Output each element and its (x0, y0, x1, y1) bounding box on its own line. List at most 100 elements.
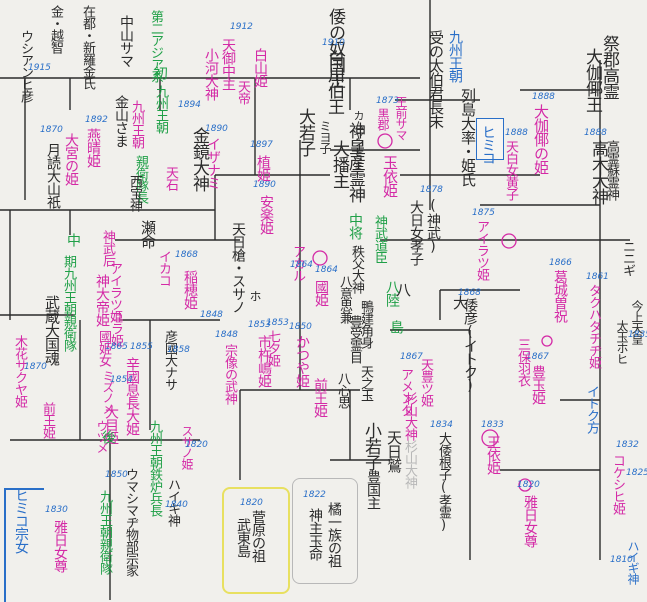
person-label: 大 (451, 295, 469, 309)
year-label: 1867 (526, 352, 549, 362)
person-label: 金・越智 (48, 5, 63, 53)
year-label: 1853 (248, 320, 271, 330)
year-label: 1853 (266, 318, 289, 328)
person-label: 燕晴姫 (85, 128, 101, 167)
person-label: 安楽姫 (258, 195, 274, 234)
person-label: 天之玉 (358, 365, 373, 401)
person-label: 橘一族の祖 (326, 502, 342, 567)
person-label: 期九州王朝親衛隊 (61, 255, 76, 351)
year-label: 1892 (85, 115, 108, 125)
person-label: 八 (394, 282, 412, 296)
year-label: 1866 (549, 258, 572, 268)
person-label: 月読大山祇 (45, 143, 61, 208)
person-label: 大日女孝子 (408, 200, 424, 265)
person-label: ニニギ (620, 240, 635, 276)
person-label: 九州王朝 (153, 85, 168, 133)
year-label: 1888 (532, 92, 555, 102)
year-label: 1897 (250, 140, 273, 150)
person-label: ハイキ神 (165, 478, 180, 526)
person-label: 菅原の祖 (250, 510, 266, 562)
year-label: 1833 (481, 420, 504, 430)
person-label: 天石 (163, 166, 178, 190)
himiko-box (476, 118, 504, 160)
person-label: 受の太伯君長末 (427, 30, 445, 128)
sugawara-highlight-box (222, 487, 290, 594)
person-label: 大播主 (329, 140, 349, 188)
person-label: 神主玉命 (307, 508, 323, 560)
person-label: 西宝神 (127, 175, 142, 211)
year-label: 1810 (610, 555, 633, 565)
year-label: 1830 (45, 505, 68, 515)
year-label: 1855 (130, 342, 153, 352)
year-label: 1825 (626, 468, 647, 478)
person-label: アイラツ姫 (474, 220, 489, 280)
person-label: 葛城曽祝 (552, 270, 568, 322)
year-label: 1867 (400, 352, 423, 362)
person-label: 杉山大神 (402, 392, 417, 440)
person-label: 天白女黄子 (503, 140, 518, 200)
year-label: 1858 (167, 345, 190, 355)
person-label: 大伽倻王 (582, 48, 602, 112)
person-label: 鴨建角身 (358, 300, 373, 348)
year-label: 1888 (505, 128, 528, 138)
person-label: 島 (388, 320, 404, 333)
year-label: 1861 (586, 272, 609, 282)
person-label: 宗像の武神 (222, 344, 237, 404)
person-label: 神皇産霊神 (345, 122, 365, 202)
person-label: コケシヒ姫 (610, 454, 625, 514)
person-label: 玉依姫 (381, 155, 399, 197)
person-label: 中将 (347, 213, 363, 239)
person-label: ウシアンヒ彦 (18, 30, 33, 102)
person-label: 九州王朝 (447, 30, 463, 82)
person-label: 植姫 (255, 155, 271, 181)
year-label: 1894 (178, 100, 201, 110)
person-label: イカコ (156, 250, 171, 286)
year-label: 1840 (165, 500, 188, 510)
person-label: かつや姫 (294, 335, 310, 387)
year-label: 1870 (40, 125, 63, 135)
person-label: 前王姫 (312, 378, 328, 417)
year-label: 1912 (230, 22, 253, 32)
person-label: 豊国主 (365, 470, 381, 509)
person-label: 小河大神 (203, 48, 219, 100)
person-label: イザナミ (205, 137, 221, 189)
person-label: ミズノメ (101, 370, 115, 414)
person-label: 神武后 (100, 230, 115, 266)
person-label: 倭彦(イトク) (462, 298, 478, 393)
person-label: 秩父大神 (349, 245, 364, 293)
person-label: ヒミコ (480, 125, 496, 164)
year-label: 1854 (110, 375, 133, 385)
person-label: 太玉ホヒ (615, 320, 629, 364)
person-label: 天帝 (235, 80, 250, 104)
person-label: 大宮の姫 (63, 133, 79, 185)
year-label: 1820 (517, 480, 540, 490)
tree-lines (0, 0, 630, 600)
person-label: 小若子 (361, 422, 381, 470)
person-label: 高木大神 (588, 140, 608, 204)
himiko-line-box (4, 488, 44, 602)
year-label: 1890 (253, 180, 276, 190)
person-label: 八心思 (335, 372, 350, 408)
person-label: ハイギ神 (626, 540, 640, 584)
year-label: 1878 (420, 185, 443, 195)
person-label: ユラ姫 (108, 310, 123, 346)
person-label: 第二アジア系 (148, 10, 163, 82)
person-label: 中 (65, 233, 81, 246)
person-label: 在都・新羅金氏 (80, 5, 95, 89)
person-label: タクハタチヂ姫 (586, 284, 601, 368)
person-label: 杉山大神 (402, 440, 417, 488)
person-label: アメンタ (398, 368, 413, 416)
year-label: 1890 (205, 124, 228, 134)
person-label: 後 (100, 430, 116, 443)
person-label: ホ (248, 290, 262, 301)
person-label: 列島大率・姫氏 (459, 88, 477, 186)
person-label: (神武) (425, 198, 441, 254)
person-label: 今上天皇 (630, 300, 644, 344)
person-label: 大目姫 (103, 405, 119, 444)
year-label: 1850 (289, 322, 312, 332)
person-label: 王前サマ (394, 96, 408, 140)
person-label: 大伽倻の姫 (532, 104, 550, 174)
year-label: 1822 (303, 490, 326, 500)
person-label: 黒郡 (376, 108, 390, 130)
